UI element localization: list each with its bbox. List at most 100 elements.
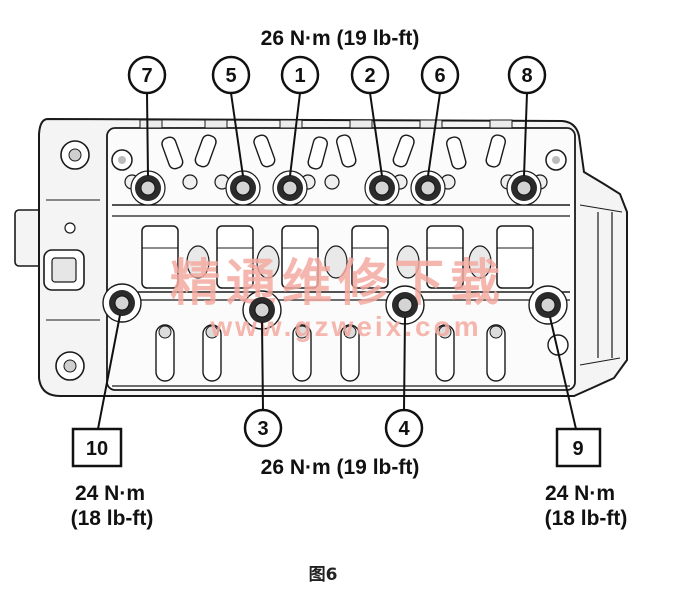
valve-spring — [340, 324, 360, 382]
valve-spring-cap — [295, 325, 309, 339]
bolt-2 — [369, 175, 395, 201]
sequence-label-3: 3 — [243, 408, 283, 448]
top-edge-notch — [489, 119, 513, 129]
sequence-label-6: 6 — [420, 55, 460, 95]
cam-lobe — [396, 245, 420, 279]
rocker-shaft-center — [552, 156, 560, 164]
rocker-arm — [194, 134, 217, 168]
bolt-7 — [135, 175, 161, 201]
leader-line-9 — [549, 316, 577, 430]
valve-spring-cap — [489, 325, 503, 339]
valve-spring-cap — [343, 325, 357, 339]
mounting-hole — [68, 148, 82, 162]
watermark: 精通维修下载 www.gzweix.com — [170, 253, 506, 342]
valve-spring — [292, 324, 312, 382]
head-bolts — [109, 175, 561, 323]
sequence-number: 5 — [225, 65, 236, 87]
sequence-number: 4 — [398, 418, 410, 440]
leader-line-5 — [230, 92, 244, 177]
square-plug-head — [51, 257, 77, 283]
bolt-1 — [277, 175, 303, 201]
valve-spring-cap — [158, 325, 172, 339]
valve-spring — [155, 324, 175, 382]
rocker-arm — [307, 136, 328, 170]
cam-lobe — [324, 245, 348, 279]
camshaft-journal — [496, 225, 534, 289]
rocker-arm — [253, 134, 276, 168]
rocker-arm — [161, 136, 184, 170]
sequence-label-7: 7 — [127, 55, 167, 95]
top-torque-spec: 26 N·m (19 lb-ft) — [261, 27, 420, 50]
sequence-number: 7 — [141, 65, 152, 87]
sequence-label-9: 9 — [555, 427, 602, 468]
top-edge-notch — [349, 119, 373, 129]
bottom-center-torque-spec: 26 N·m (19 lb-ft) — [261, 456, 420, 479]
rocker-arm — [392, 134, 415, 168]
rocker-shaft-center — [118, 156, 126, 164]
leader-line-6 — [427, 92, 441, 177]
top-edge-notch — [279, 119, 303, 129]
leader-line-4 — [403, 316, 406, 411]
leader-line-1 — [289, 92, 301, 177]
valve-spring-cap — [438, 325, 452, 339]
rocker-arm — [446, 136, 467, 170]
sequence-label-4: 4 — [384, 408, 424, 448]
valve-spring — [486, 324, 506, 382]
right-torque-nm: 24 N·m — [545, 482, 615, 505]
bolt-3 — [249, 297, 275, 323]
top-edge-notch — [419, 119, 443, 129]
leader-line-2 — [369, 92, 383, 177]
bolt-6 — [415, 175, 441, 201]
right-rib — [579, 357, 621, 366]
figure-caption: 图6 — [309, 565, 338, 585]
valve-spring-cap — [205, 325, 219, 339]
rocker-arm — [336, 134, 357, 168]
sequence-number: 2 — [364, 65, 375, 87]
sequence-number: 3 — [257, 418, 268, 440]
camshaft-journal — [426, 225, 464, 289]
sequence-number: 6 — [434, 65, 445, 87]
cam-lobe — [186, 245, 210, 279]
watermark-url: www.gzweix.com — [209, 311, 481, 342]
cam-lobe — [256, 245, 280, 279]
rocker-arm — [485, 134, 506, 168]
mounting-hole — [63, 359, 77, 373]
leader-line-3 — [261, 321, 264, 411]
right-torque-lbft: (18 lb-ft) — [545, 507, 628, 530]
bolt-8 — [511, 175, 537, 201]
valve-spring — [435, 324, 455, 382]
sequence-label-8: 8 — [507, 55, 547, 95]
left-torque-lbft: (18 lb-ft) — [71, 507, 154, 530]
bolt-9 — [535, 292, 561, 318]
leader-line-10 — [97, 314, 121, 430]
spring-cap — [324, 174, 340, 190]
bolt-4 — [392, 292, 418, 318]
valve-spring — [202, 324, 222, 382]
sequence-number: 1 — [294, 65, 305, 87]
left-torque-nm: 24 N·m — [75, 482, 145, 505]
camshaft-journal — [141, 225, 179, 289]
spring-cap — [182, 174, 198, 190]
leader-line-8 — [523, 92, 528, 177]
bolt-10 — [109, 290, 135, 316]
sequence-label-10: 10 — [71, 427, 123, 468]
bolt-5 — [230, 175, 256, 201]
leader-line-7 — [146, 92, 149, 177]
camshaft-journal — [216, 225, 254, 289]
top-edge-notch — [204, 119, 228, 129]
leader-lines — [97, 92, 577, 430]
top-edge-notch — [139, 119, 163, 129]
sequence-label-2: 2 — [350, 55, 390, 95]
small-port — [64, 222, 76, 234]
sequence-label-5: 5 — [211, 55, 251, 95]
sequence-number: 10 — [86, 438, 108, 460]
watermark-text: 精通维修下载 — [170, 253, 506, 312]
camshaft-journal — [351, 225, 389, 289]
sequence-number: 9 — [572, 438, 583, 460]
right-rib — [579, 204, 623, 213]
cam-lobe — [468, 245, 492, 279]
sequence-number: 8 — [521, 65, 532, 87]
sequence-label-1: 1 — [280, 55, 320, 95]
